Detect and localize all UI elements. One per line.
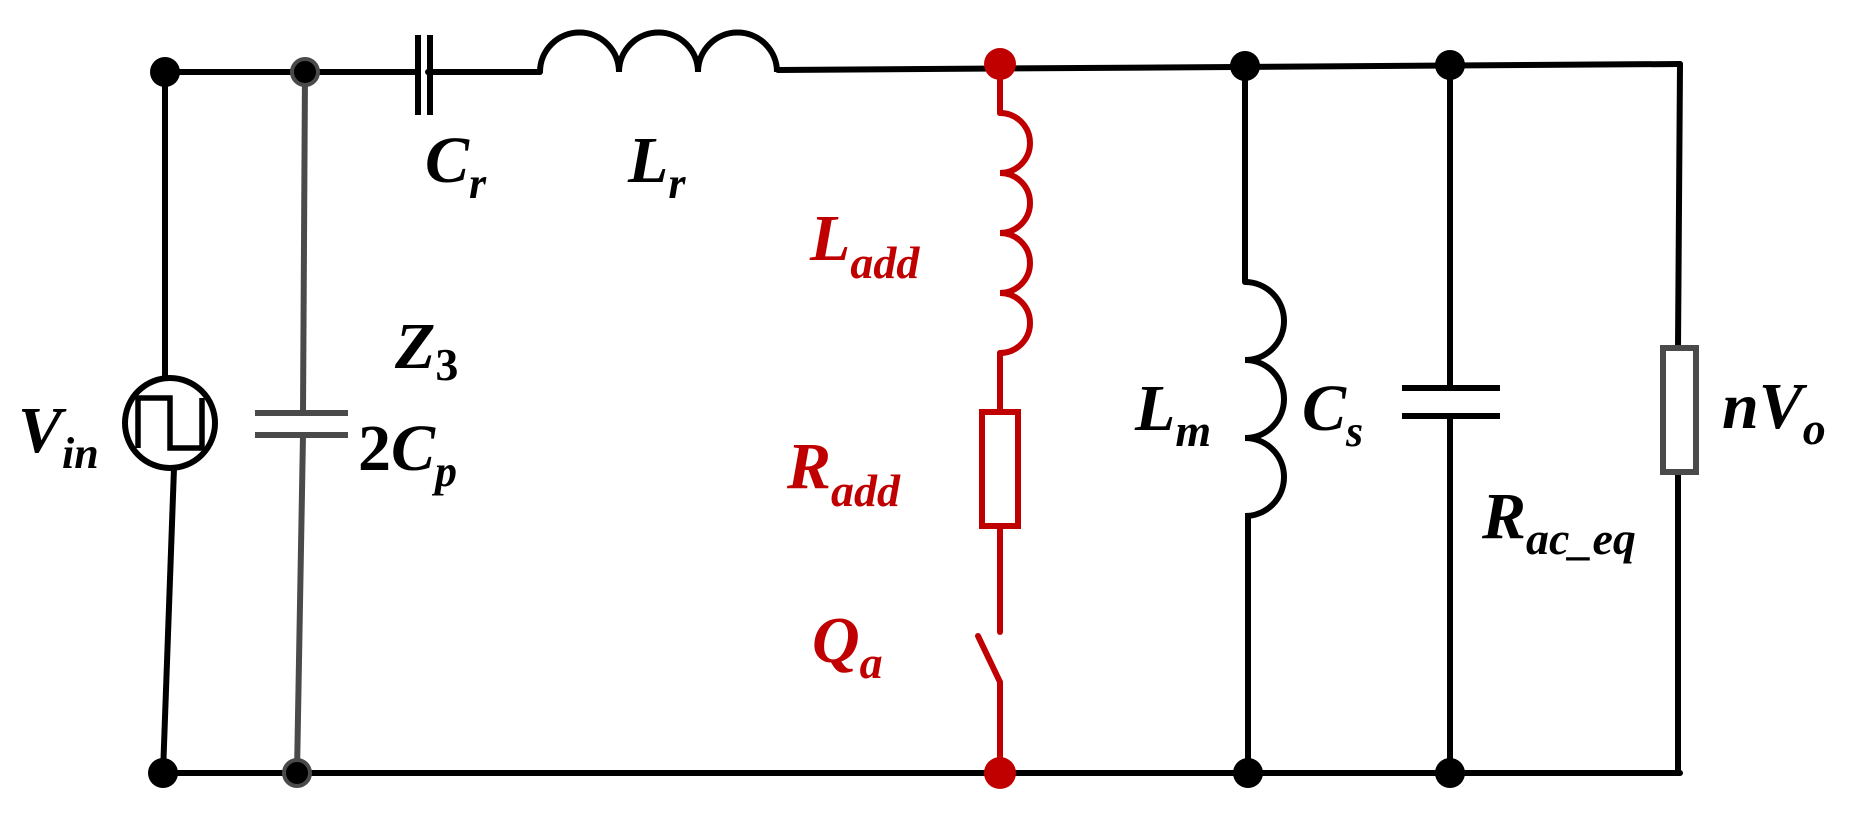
main-wiring (160, 61, 1683, 776)
label-load-res: Rac_eq (1481, 480, 1636, 564)
node-parasitic-top (290, 57, 320, 87)
label-aux-ind: Ladd (809, 202, 920, 288)
node-cs-bottom (1435, 758, 1465, 788)
label-shunt-cap: Cs (1302, 372, 1363, 456)
resonant-capacitor-symbol (415, 35, 433, 115)
auxiliary-branch (975, 67, 1033, 776)
top-rail-right (775, 61, 1683, 73)
label-resonant-ind: Lr (627, 124, 686, 208)
label-aux-res: Radd (786, 430, 901, 516)
label-output: nVo (1722, 370, 1826, 454)
node-aux-top (984, 48, 1016, 80)
aux-inductor-symbol (997, 110, 1033, 356)
label-resonant-cap: Cr (425, 124, 487, 208)
node-lm-top (1230, 51, 1260, 81)
node-source-bottom (148, 758, 178, 788)
label-impedance: Z3 (394, 310, 458, 390)
label-aux-switch: Qa (812, 604, 883, 688)
source-wire-bottom (160, 465, 177, 776)
node-source-top (150, 57, 180, 87)
node-aux-bottom (984, 757, 1016, 789)
node-lm-bottom (1233, 758, 1263, 788)
label-mag-ind: Lm (1134, 372, 1211, 456)
label-source: Vin (18, 394, 99, 478)
aux-resistor-symbol (979, 409, 1021, 529)
parasitic-wire-bottom (294, 434, 306, 774)
resonant-inductor-symbol (537, 29, 780, 73)
square-wave-source-icon (122, 375, 218, 471)
node-cs-top (1435, 50, 1465, 80)
aux-switch-blade (975, 633, 1003, 685)
parasitic-wire-top (300, 71, 308, 414)
load-wire-top (1675, 61, 1683, 351)
shunt-capacitor-symbol (1402, 385, 1500, 419)
node-parasitic-bottom (282, 758, 312, 788)
label-parasitic-cap: 2Cp (358, 412, 457, 496)
load-resistor-symbol (1660, 345, 1699, 475)
circuit-nodes (148, 48, 1465, 789)
magnetizing-inductor-symbol (1244, 279, 1287, 519)
parasitic-capacitor-branch (255, 71, 348, 774)
